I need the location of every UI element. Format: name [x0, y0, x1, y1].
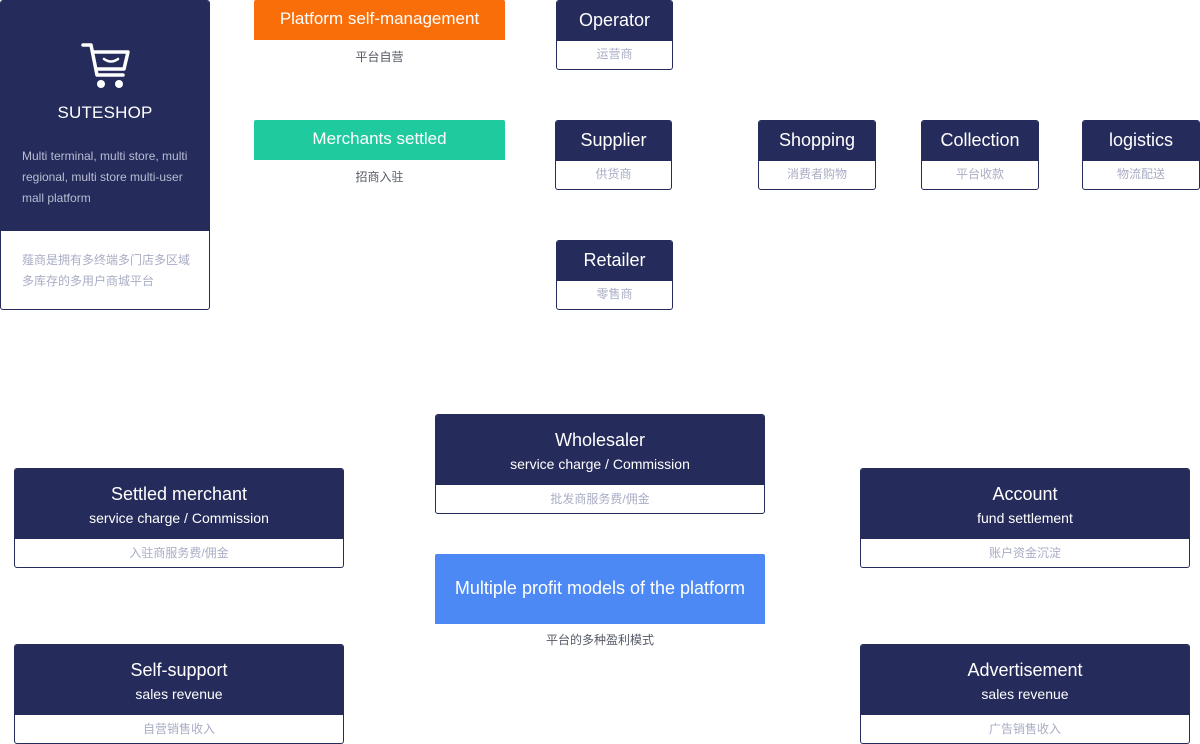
wholesaler-title: Wholesaler	[554, 430, 646, 450]
profit-models-center-label: Multiple profit models of the platform	[435, 554, 765, 624]
self-support-cn: 自营销售收入	[142, 722, 215, 736]
supplier-box: Supplier 供货商	[555, 120, 672, 190]
shopping-cart-icon	[81, 43, 130, 88]
account-title: Account	[992, 484, 1058, 504]
profit-models-center-caption: 平台的多种盈利模式	[545, 633, 654, 647]
shopping-subtitle: 消费者购物	[786, 167, 847, 181]
collection-box: Collection 平台收款	[921, 120, 1039, 190]
operator-subtitle: 运营商	[596, 47, 633, 61]
settled-merchant-box: Settled merchant service charge / Commis…	[14, 468, 344, 568]
settled-merchant-header: Settled merchant service charge / Commis…	[15, 469, 343, 539]
operator-title: Operator	[557, 1, 672, 41]
collection-subtitle: 平台收款	[955, 167, 1004, 181]
logistics-box: logistics 物流配送	[1082, 120, 1200, 190]
wholesaler-box: Wholesaler service charge / Commission 批…	[435, 414, 765, 514]
advertisement-cn: 广告销售收入	[988, 722, 1061, 736]
brand-description-cn: 薤商是拥有多终端多门店多区域多库存的多用户商城平台	[22, 253, 191, 288]
account-subtitle: fund settlement	[977, 510, 1073, 526]
platform-self-management-caption: 平台自营	[355, 50, 404, 64]
merchants-settled-caption: 招商入驻	[355, 170, 404, 184]
merchants-settled-label: Merchants settled	[254, 120, 505, 160]
logistics-title: logistics	[1083, 121, 1199, 161]
self-support-subtitle: sales revenue	[135, 686, 223, 702]
brand-description: Multi terminal, multi store, multi regio…	[22, 149, 188, 205]
self-support-box: Self-support sales revenue 自营销售收入	[14, 644, 344, 744]
logistics-subtitle: 物流配送	[1116, 167, 1165, 181]
retailer-title: Retailer	[557, 241, 672, 281]
wholesaler-subtitle: service charge / Commission	[510, 456, 690, 472]
shopping-box: Shopping 消费者购物	[758, 120, 876, 190]
advertisement-title: Advertisement	[967, 660, 1083, 680]
retailer-box: Retailer 零售商	[556, 240, 673, 310]
advertisement-header: Advertisement sales revenue	[861, 645, 1189, 715]
self-support-header: Self-support sales revenue	[15, 645, 343, 715]
advertisement-box: Advertisement sales revenue 广告销售收入	[860, 644, 1190, 744]
brand-card: SUTESHOP Multi terminal, multi store, mu…	[0, 0, 210, 310]
wholesaler-cn: 批发商服务费/佣金	[550, 492, 650, 506]
supplier-title: Supplier	[556, 121, 671, 161]
account-box: Account fund settlement 账户资金沉淀	[860, 468, 1190, 568]
platform-self-management-label: Platform self-management	[254, 0, 505, 40]
advertisement-subtitle: sales revenue	[981, 686, 1069, 702]
account-cn: 账户资金沉淀	[988, 546, 1061, 560]
settled-merchant-subtitle: service charge / Commission	[89, 510, 269, 526]
retailer-subtitle: 零售商	[596, 287, 633, 301]
self-support-title: Self-support	[130, 660, 228, 680]
brand-card-header: SUTESHOP Multi terminal, multi store, mu…	[1, 1, 209, 231]
settled-merchant-title: Settled merchant	[110, 484, 248, 504]
operator-box: Operator 运营商	[556, 0, 673, 70]
wholesaler-header: Wholesaler service charge / Commission	[436, 415, 764, 485]
account-header: Account fund settlement	[861, 469, 1189, 539]
shopping-title: Shopping	[759, 121, 875, 161]
collection-title: Collection	[922, 121, 1038, 161]
supplier-subtitle: 供货商	[595, 167, 632, 181]
brand-name: SUTESHOP	[57, 103, 153, 122]
settled-merchant-cn: 入驻商服务费/佣金	[129, 546, 229, 560]
